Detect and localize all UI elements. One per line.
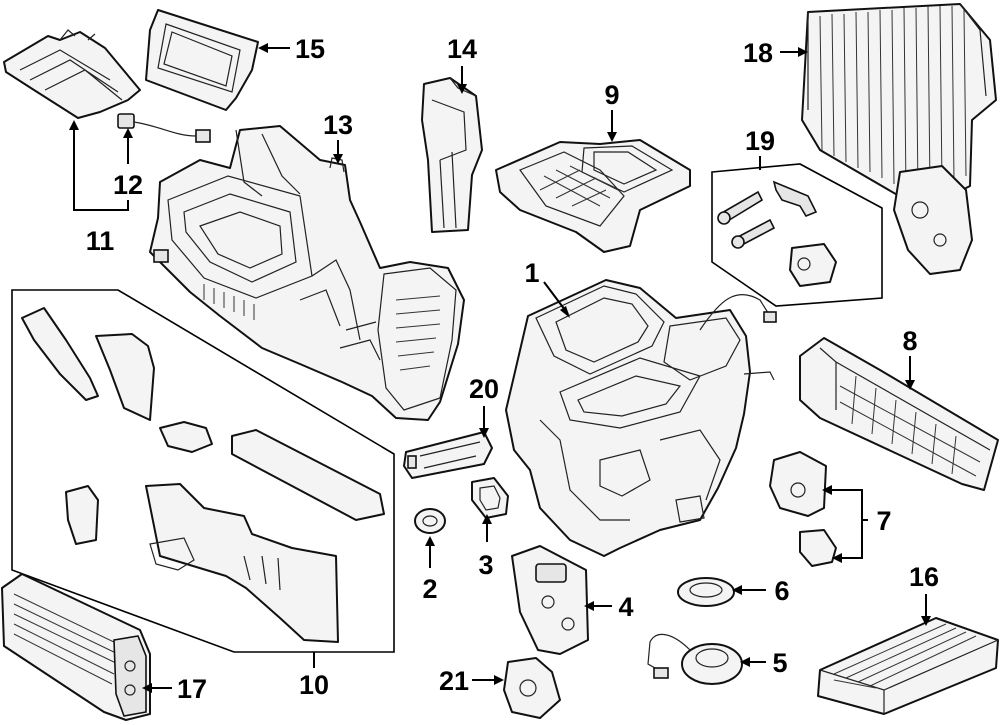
callout-21: 21 [439,666,469,696]
part-7-actuators [769,451,837,567]
callout-15: 15 [295,34,325,64]
callout-4: 4 [618,592,633,622]
callout-10: 10 [299,670,329,700]
part-3-seal [471,477,509,519]
callout-13: 13 [323,110,353,140]
part-17-heater-core [1,573,151,721]
part-12-sensor [117,113,211,143]
part-5-blower-motor [647,633,743,685]
callout-1: 1 [524,258,539,288]
part-9-filter-housing [495,139,691,253]
callout-9: 9 [604,80,619,110]
callout-3: 3 [478,550,493,580]
callout-16: 16 [909,562,939,592]
part-15-vent-bezel [145,9,259,111]
part-1-hvac-case [505,279,777,557]
part-2-grommet [414,508,446,534]
callout-6: 6 [774,576,789,606]
part-21-actuator [503,657,561,719]
part-8-filter-frame [799,337,999,491]
part-11-duct-panel [3,29,141,119]
callout-7: 7 [876,506,891,536]
callout-20: 20 [469,374,499,404]
part-14-air-duct [421,77,483,233]
callout-8: 8 [902,326,917,356]
leader-lines [69,43,931,693]
callout-14: 14 [447,34,477,64]
part-6-ring-seal [677,577,735,607]
callout-11: 11 [86,226,115,256]
callout-17: 17 [177,674,207,704]
callout-5: 5 [772,648,787,678]
callout-labels: 1 2 3 4 5 6 7 8 9 10 11 12 13 14 15 16 1… [86,34,939,704]
part-16-cabin-filter [817,617,999,715]
part-19-hardware-kit [711,163,883,307]
part-18-evaporator [801,3,997,275]
callout-12: 12 [113,170,143,200]
part-10-seal-kit [11,289,395,653]
part-4-panel [511,545,589,655]
part-20-bracket [403,431,493,479]
callout-2: 2 [422,574,437,604]
part-13-hvac-housing [149,125,465,421]
callout-19: 19 [745,126,775,156]
callout-18: 18 [743,38,773,68]
